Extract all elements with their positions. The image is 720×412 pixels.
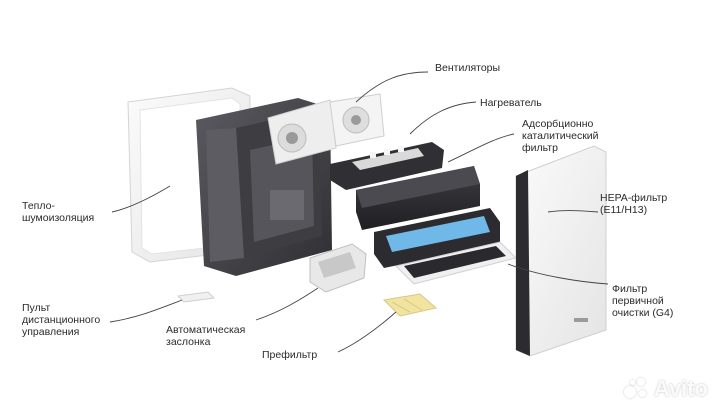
ventilators-drawing — [267, 93, 385, 165]
leader-ventilators — [355, 71, 429, 103]
label-heater: Нагреватель — [480, 97, 542, 109]
label-hepa-filter: HEPA-фильтр (E11/H13) — [600, 192, 668, 216]
leader-lines — [109, 71, 609, 353]
label-damper: Автоматическая заслонка — [166, 324, 246, 348]
leader-remote — [109, 299, 183, 323]
remote-drawing — [176, 291, 216, 303]
avito-logo-icon — [623, 378, 650, 400]
label-primary-filter: Фильтр первичной очистки (G4) — [612, 283, 674, 319]
leader-primary — [507, 263, 609, 285]
leader-adsorption — [447, 133, 515, 163]
leader-insulation — [111, 185, 171, 213]
label-remote: Пульт дистанционного управления — [22, 302, 101, 338]
avito-watermark-text: Avito — [653, 376, 708, 401]
leader-prefilter — [337, 311, 397, 353]
heater-drawing — [330, 142, 444, 190]
label-ventilators: Вентиляторы — [435, 62, 501, 74]
label-prefilter: Префильтр — [262, 349, 318, 361]
leader-damper — [255, 287, 319, 321]
avito-watermark: Avito — [623, 376, 708, 402]
adsorption-filter-drawing — [356, 166, 480, 230]
label-adsorption-filter: Адсорбционно каталитический фильтр — [522, 118, 599, 154]
prefilter-drawing — [382, 293, 438, 317]
damper-drawing — [309, 243, 367, 293]
front-panel-drawing — [515, 145, 607, 357]
label-insulation: Тепло- шумоизоляция — [22, 200, 95, 224]
hepa-filter-drawing — [374, 208, 500, 268]
leader-hepa — [547, 210, 599, 213]
leader-heater — [409, 101, 477, 135]
